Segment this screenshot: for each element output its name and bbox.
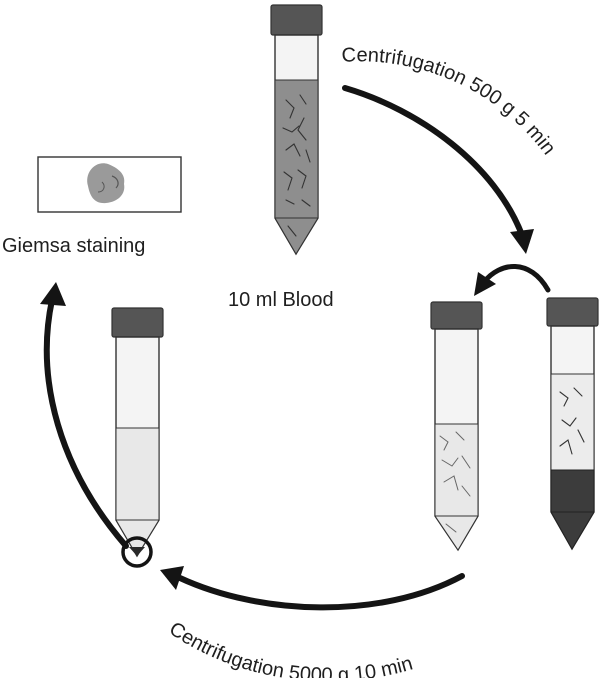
pellet-tube <box>111 307 164 568</box>
layered-fibers <box>559 387 585 455</box>
blood-label: 10 ml Blood <box>228 289 334 311</box>
blood-fibers <box>282 94 311 237</box>
plasma-tube-cap <box>430 301 483 330</box>
layered-tube-cap <box>546 297 599 327</box>
bottom-centrifugation-arrow <box>160 566 465 611</box>
plasma-liquid <box>434 423 479 551</box>
giemsa-slide <box>37 156 182 213</box>
plasma-tube <box>430 301 483 552</box>
bottom-centrifugation-label: Centrifugation 5000 g 10 min <box>165 618 415 678</box>
giemsa-label: Giemsa staining <box>2 235 145 257</box>
layered-tube <box>546 297 599 551</box>
top-centrifugation-arrow <box>342 85 534 254</box>
blood-tube <box>270 4 323 256</box>
plasma-fibers <box>439 431 471 533</box>
pellet-highlight-circle <box>121 536 153 568</box>
pellet-sediment <box>129 547 145 556</box>
red-cell-pellet <box>550 469 595 550</box>
supernatant-liquid <box>115 427 160 557</box>
stained-smear <box>87 163 125 204</box>
whole-blood-liquid <box>274 79 319 255</box>
transfer-arrow <box>474 264 551 296</box>
blood-tube-cap <box>270 4 323 36</box>
pellet-tube-cap <box>111 307 164 338</box>
stain-arrow <box>40 282 129 549</box>
